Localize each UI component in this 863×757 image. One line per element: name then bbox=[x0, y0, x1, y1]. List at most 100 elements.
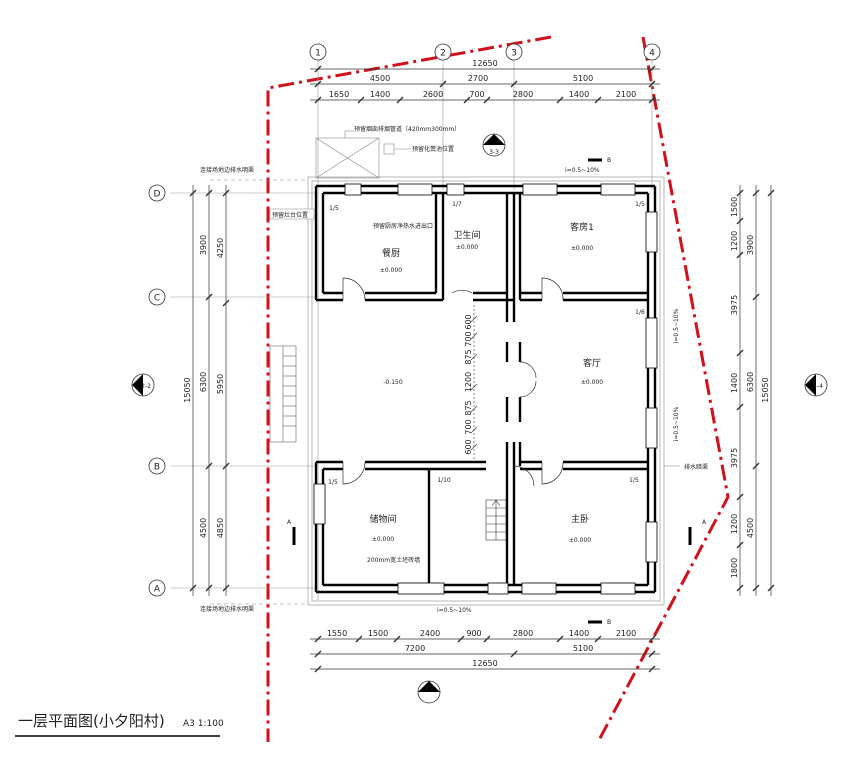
section-label-top: 3-3 bbox=[489, 149, 499, 156]
dim-right-seg2-c: 3975 bbox=[730, 295, 739, 315]
window-code-master: 1/5 bbox=[629, 477, 639, 484]
section-marker-right: 4-4 bbox=[804, 373, 828, 397]
grid-label-c: C bbox=[154, 294, 160, 304]
grid-bubble-b: B bbox=[148, 457, 166, 475]
dim-right-seg1-c: 4500 bbox=[746, 518, 755, 538]
grid-bubble-d: D bbox=[148, 184, 166, 202]
bottom-dimensions bbox=[310, 635, 660, 673]
room-name-bath: 卫生间 bbox=[453, 229, 480, 241]
dim-top-seg2-d: 700 bbox=[469, 90, 484, 99]
room-level-master: ±0.000 bbox=[569, 537, 591, 544]
chimney-and-septic-markers bbox=[315, 130, 411, 179]
dim-bot-seg2-f: 1400 bbox=[569, 629, 589, 638]
dim-top-seg1-b: 2700 bbox=[468, 74, 488, 83]
note-septic: 预留化粪池位置 bbox=[412, 145, 454, 153]
section-b-bottom: B bbox=[607, 619, 611, 626]
dim-left-seg2-b: 5950 bbox=[216, 374, 225, 394]
corridor-dimension bbox=[470, 305, 478, 462]
note-sink-box bbox=[269, 208, 315, 220]
grid-label-2: 2 bbox=[440, 49, 446, 59]
dim-corr-g: 600 bbox=[464, 439, 473, 454]
note-wall-200: 200mm宽土坯砖墙 bbox=[367, 556, 420, 564]
dim-top-seg2-a: 1650 bbox=[329, 90, 349, 99]
dim-bot-seg2-c: 2400 bbox=[420, 629, 440, 638]
room-name-kitchen: 餐厨 bbox=[382, 247, 400, 259]
note-slope-top: i=0.5~10% bbox=[565, 167, 600, 174]
grid-label-a: A bbox=[154, 585, 161, 595]
section-cut-a bbox=[292, 527, 692, 545]
hall-level: -0.150 bbox=[383, 379, 403, 386]
dim-left-seg2-c: 4850 bbox=[216, 518, 225, 538]
wall-windows bbox=[313, 183, 658, 595]
dim-top-seg2-c: 2600 bbox=[423, 90, 443, 99]
room-name-guest: 客房1 bbox=[570, 221, 594, 233]
room-level-bath: ±0.000 bbox=[456, 244, 478, 251]
room-name-storage: 储物间 bbox=[369, 513, 396, 525]
section-a-left: A bbox=[287, 519, 292, 526]
dim-top-seg2-b: 1400 bbox=[370, 90, 390, 99]
site-apron bbox=[210, 176, 680, 606]
grid-bubble-1: 1 bbox=[309, 43, 327, 61]
room-level-guest: ±0.000 bbox=[571, 245, 593, 252]
note-slope-right-2: i=0.5~10% bbox=[673, 406, 680, 441]
dim-right-overall: 15050 bbox=[761, 377, 770, 402]
drawing-scale: A3 1:100 bbox=[183, 719, 224, 729]
dim-bot-seg2-e: 2800 bbox=[513, 629, 533, 638]
grid-bubble-4: 4 bbox=[643, 43, 661, 61]
room-name-master: 主卧 bbox=[571, 513, 589, 525]
note-drain-right: 排水暗渠 bbox=[684, 463, 708, 471]
dim-bot-seg2-d: 900 bbox=[466, 629, 481, 638]
right-dimensions bbox=[736, 185, 775, 596]
room-level-storage: ±0.000 bbox=[372, 536, 394, 543]
grid-bubble-a: A bbox=[148, 579, 166, 597]
section-cut-b bbox=[588, 158, 602, 624]
dim-corr-a: 600 bbox=[464, 314, 473, 329]
interior-stair bbox=[485, 499, 507, 541]
dim-left-seg1-c: 4500 bbox=[199, 518, 208, 538]
section-marker-left: 2-2 bbox=[131, 373, 155, 397]
window-code-kitchen: 1/5 bbox=[329, 205, 339, 212]
note-sink: 预留灶台位置 bbox=[272, 211, 308, 219]
dim-bot-seg1-a: 7200 bbox=[405, 644, 425, 653]
window-code-living: 1/6 bbox=[635, 309, 645, 316]
note-slope-bottom: i=0.5~10% bbox=[437, 607, 472, 614]
note-drain-bottom: 连接场地边排水明渠 bbox=[200, 605, 254, 613]
dim-right-seg2-a: 1500 bbox=[730, 197, 739, 217]
dim-right-seg1-a: 3900 bbox=[746, 235, 755, 255]
grid-bubble-3: 3 bbox=[505, 43, 523, 61]
note-drain-top: 连接场地边排水明渠 bbox=[200, 166, 254, 174]
dim-left-seg1-b: 6300 bbox=[199, 372, 208, 392]
note-slope-right-1: i=0.5~10% bbox=[673, 308, 680, 343]
dim-corr-e: 875 bbox=[464, 400, 473, 415]
grid-bubble-2: 2 bbox=[434, 43, 452, 61]
note-heater: 预留厨房净热水进出口 bbox=[373, 222, 433, 230]
top-dimensions bbox=[310, 65, 660, 104]
dim-top-overall: 12650 bbox=[472, 59, 497, 68]
room-level-living: ±0.000 bbox=[581, 379, 603, 386]
grid-label-3: 3 bbox=[511, 49, 517, 59]
grid-label-1: 1 bbox=[315, 49, 321, 59]
dim-left-overall: 15050 bbox=[183, 377, 192, 402]
section-label-bottom: 1-1 bbox=[424, 685, 434, 692]
left-dimensions bbox=[189, 185, 230, 596]
door-swings bbox=[342, 277, 564, 487]
dim-corr-c: 875 bbox=[464, 349, 473, 364]
dim-bot-seg1-b: 5100 bbox=[573, 644, 593, 653]
dim-top-seg2-g: 2100 bbox=[616, 90, 636, 99]
section-b-top: B bbox=[607, 157, 611, 164]
dim-right-seg2-d: 1400 bbox=[730, 373, 739, 393]
window-code-stair: 1/10 bbox=[437, 477, 451, 484]
dim-corr-b: 700 bbox=[464, 331, 473, 346]
grid-label-d: D bbox=[154, 190, 161, 200]
dim-right-seg2-e: 3975 bbox=[730, 448, 739, 468]
dim-right-seg2-b: 1200 bbox=[730, 231, 739, 251]
grid-label-4: 4 bbox=[649, 49, 655, 59]
dim-top-seg2-f: 1400 bbox=[569, 90, 589, 99]
exterior-steps-left bbox=[269, 345, 297, 443]
dim-top-seg1-a: 4500 bbox=[370, 74, 390, 83]
drawing-title: 一层平面图(小夕阳村) bbox=[18, 712, 165, 730]
section-label-right: 4-4 bbox=[813, 383, 823, 390]
dim-bot-seg2-a: 1550 bbox=[327, 629, 347, 638]
window-code-bath: 1/7 bbox=[452, 201, 462, 208]
